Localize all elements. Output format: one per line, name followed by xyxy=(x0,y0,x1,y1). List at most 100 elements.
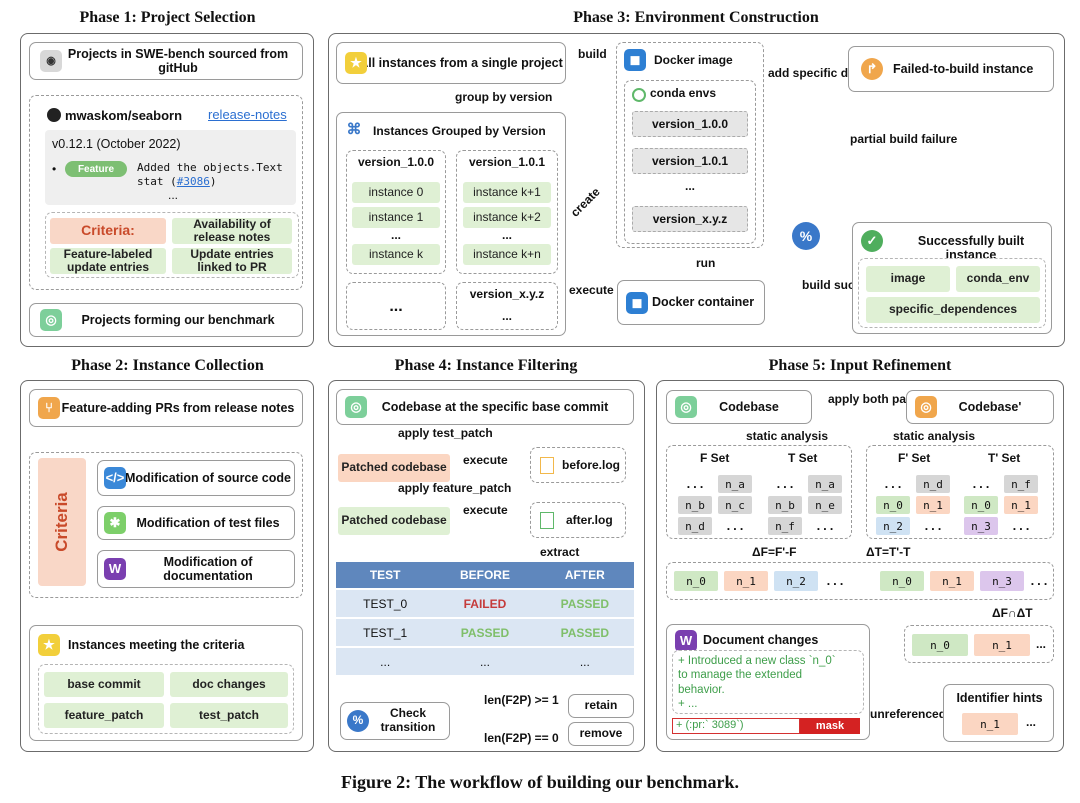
apply-test-patch-label: apply test_patch xyxy=(398,426,493,440)
ellipsis: ... xyxy=(971,477,991,491)
more-versions-ellipsis: ... xyxy=(389,298,403,315)
run-label: run xyxy=(696,256,716,270)
table-header: TEST BEFORE AFTER xyxy=(336,562,634,589)
instance-0: instance 0 xyxy=(352,182,440,203)
instance-k: instance k xyxy=(352,244,440,265)
codebase-prime-box: ◎ Codebase' xyxy=(906,390,1054,424)
intersect-chip-n0: n_0 xyxy=(912,634,968,656)
execute-label-2: execute xyxy=(463,503,508,517)
feature-badge: Feature xyxy=(65,161,127,177)
mod-source-code-box: </> Modification of source code xyxy=(97,460,295,496)
star-icon: ★ xyxy=(38,634,60,656)
delta-f-label: ΔF=F'-F xyxy=(752,545,797,559)
group-by-version-label: group by version xyxy=(455,90,553,104)
mod-documentation-box: W Modification of documentation xyxy=(97,550,295,588)
check-circle-icon: ✓ xyxy=(861,230,883,252)
delta-chip: n_1 xyxy=(930,571,974,591)
feature-text-1: Added the objects.Text xyxy=(137,161,283,174)
instances-meeting-label: Instances meeting the criteria xyxy=(68,638,245,652)
build-label: build xyxy=(578,47,607,61)
code-icon: ◎ xyxy=(915,396,937,418)
version-100-label: version_1.0.0 xyxy=(357,155,435,169)
field-base-commit: base commit xyxy=(44,672,164,697)
star-icon: ★ xyxy=(345,52,367,74)
ellipsis: ... xyxy=(1011,519,1031,533)
env-xyz: version_x.y.z xyxy=(632,206,748,232)
intersect-chip-n1: n_1 xyxy=(974,634,1030,656)
identifier-chip: n_f xyxy=(768,517,802,535)
benchmark-projects-box: ◎ Projects forming our benchmark xyxy=(29,303,303,337)
hierarchy-icon: ⌘ xyxy=(343,119,365,141)
hint-chip-n1: n_1 xyxy=(962,713,1018,735)
docker-icon: ◼ xyxy=(624,49,646,71)
f-set-label: F Set xyxy=(700,451,730,465)
decision-icon: % xyxy=(792,222,820,250)
ellipsis: ... xyxy=(725,519,745,533)
file-icon xyxy=(540,512,554,529)
figure-caption: Figure 2: The workflow of building our b… xyxy=(340,772,740,792)
criterion-feature-labeled: Feature-labeled update entries xyxy=(50,247,166,274)
table-row: TEST_1 PASSED PASSED xyxy=(336,617,634,647)
f-prime-set-label: F' Set xyxy=(898,451,931,465)
pr-link[interactable]: #3086 xyxy=(176,175,210,188)
delta-chip: n_1 xyxy=(724,571,768,591)
identifier-chip: n_f xyxy=(1004,475,1038,493)
identifier-chip: n_d xyxy=(916,475,950,493)
phase2-title: Phase 2: Instance Collection xyxy=(71,357,264,374)
instance-kn: instance k+n xyxy=(463,244,551,265)
instance-1: instance 1 xyxy=(352,207,440,228)
github-icon xyxy=(47,108,61,122)
base-codebase-box: ◎ Codebase at the specific base commit xyxy=(336,389,634,425)
test-transition-table: TEST BEFORE AFTER TEST_0 FAILED PASSED T… xyxy=(336,562,634,675)
codebase-box: ◎ Codebase xyxy=(666,390,812,424)
code-icon: ◎ xyxy=(40,309,62,331)
static-analysis-label-1: static analysis xyxy=(746,429,829,443)
ellipsis: ... xyxy=(685,477,705,491)
version-101-label: version_1.0.1 xyxy=(468,155,546,169)
doc-diff-text: + Introduced a new class `n_0` to manage… xyxy=(678,655,836,711)
release-notes-link[interactable]: release-notes xyxy=(208,107,287,122)
identifier-chip: n_d xyxy=(678,517,712,535)
failed-build-box: ↱ Failed-to-build instance xyxy=(848,46,1054,92)
docker-image-label: Docker image xyxy=(654,53,733,67)
identifier-chip: n_b xyxy=(768,496,802,514)
instance-k1: instance k+1 xyxy=(463,182,551,203)
word-doc-icon: W xyxy=(675,630,697,652)
patched-codebase-1: Patched codebase xyxy=(338,454,450,482)
delta-t-label: ΔT=T'-T xyxy=(866,545,911,559)
patched-codebase-2: Patched codebase xyxy=(338,507,450,535)
conda-icon xyxy=(632,88,646,102)
criterion-linked-pr: Update entries linked to PR xyxy=(172,247,292,274)
ellipsis: ... xyxy=(815,519,835,533)
cond-remove: len(F2P) == 0 xyxy=(484,731,559,745)
t-prime-set-label: T' Set xyxy=(988,451,1021,465)
instance-ellipsis-2: ... xyxy=(501,228,512,242)
feature-prs-label: Feature-adding PRs from release notes xyxy=(61,400,295,415)
benchmark-projects-label: Projects forming our benchmark xyxy=(81,312,275,327)
delta-chip: n_0 xyxy=(880,571,924,591)
env-ellipsis: ... xyxy=(684,179,695,193)
phase4-title: Phase 4: Instance Filtering xyxy=(394,357,578,374)
phase1-title: Phase 1: Project Selection xyxy=(79,9,256,26)
execute-label: execute xyxy=(569,283,614,297)
version-line: v0.12.1 (October 2022) xyxy=(52,137,181,151)
criterion-release-notes: Availability of release notes xyxy=(172,217,292,244)
identifier-chip: n_a xyxy=(718,475,752,493)
before-log-label: before.log xyxy=(562,458,621,472)
version-xyz-label: version_x.y.z xyxy=(469,287,545,301)
version-xyz-ellipsis: ... xyxy=(501,309,512,323)
conda-envs-label: conda envs xyxy=(650,86,717,100)
criteria-vertical-label: Criteria xyxy=(52,492,71,552)
apply-feature-patch-label: apply feature_patch xyxy=(398,481,512,495)
code-icon: ◎ xyxy=(675,396,697,418)
intersection-label: ΔF∩ΔT xyxy=(992,606,1033,620)
identifier-chip: n_c xyxy=(718,496,752,514)
delta-chip: n_3 xyxy=(980,571,1024,591)
file-icon xyxy=(540,457,554,474)
ellipsis: ... xyxy=(825,574,845,588)
field-test-patch: test_patch xyxy=(170,703,288,728)
t-set-label: T Set xyxy=(788,451,818,465)
phase3-title: Phase 3: Environment Construction xyxy=(573,9,819,26)
identifier-chip: n_e xyxy=(808,496,842,514)
instance-k2: instance k+2 xyxy=(463,207,551,228)
